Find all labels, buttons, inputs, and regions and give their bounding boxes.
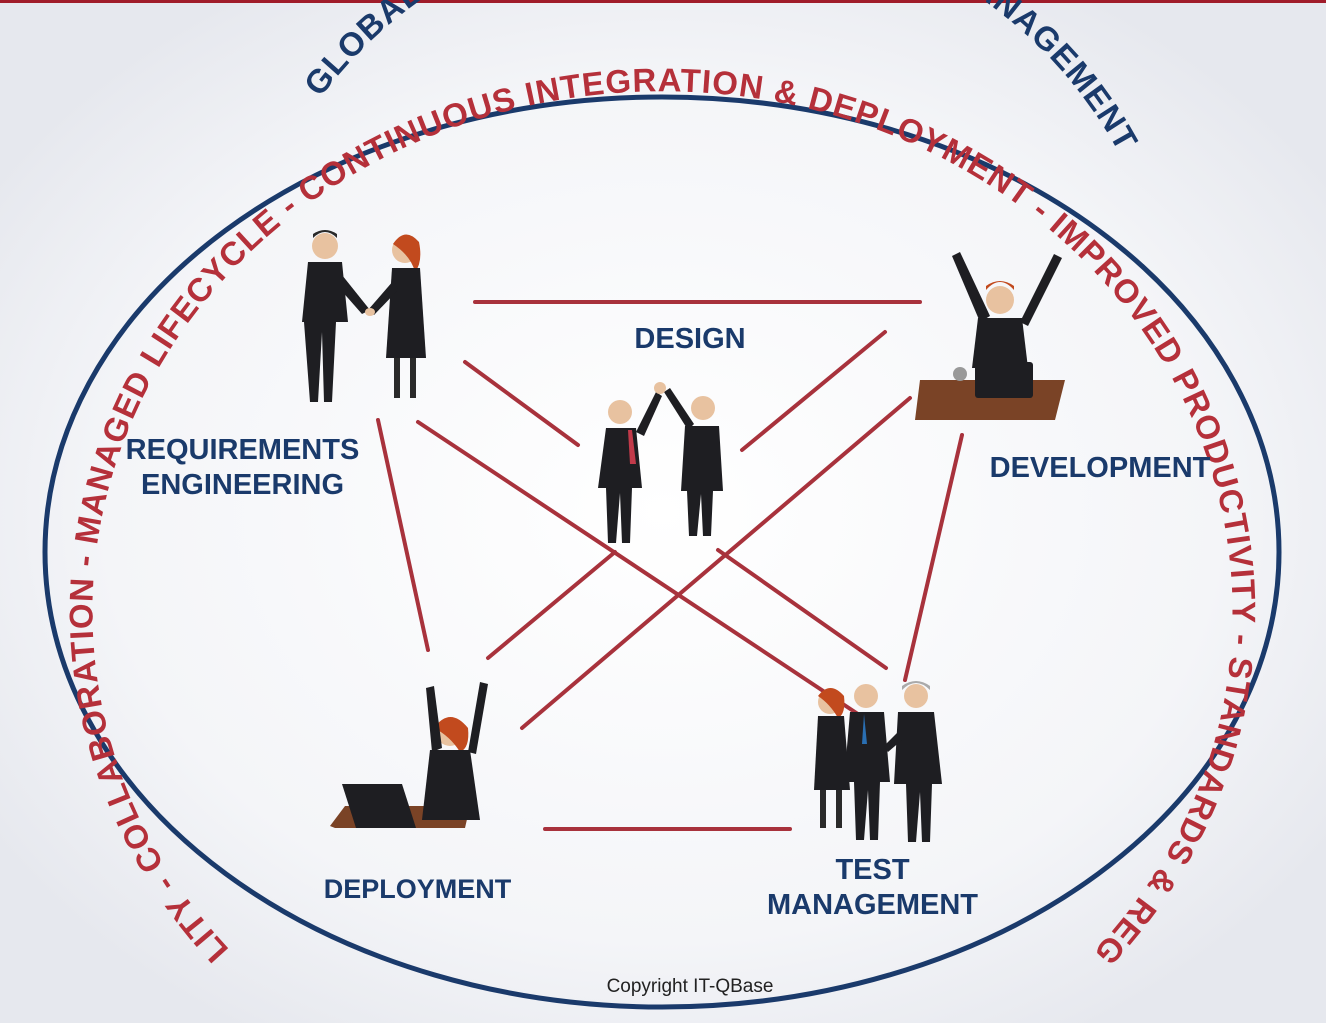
connector-development-test: [903, 433, 964, 682]
celebrating-deployer-figure: [330, 682, 488, 828]
design-label: DESIGN: [634, 323, 746, 355]
test-team-figures: [814, 681, 942, 842]
connector-design-deployment: [486, 550, 617, 660]
top-border: [0, 0, 1326, 3]
connector-development-deployment: [520, 396, 912, 730]
celebrating-developer-figure: [915, 252, 1065, 420]
connector-development-design: [740, 330, 887, 452]
connector-requirements-design: [463, 360, 580, 447]
lifecycle-ellipse: [42, 94, 1282, 1010]
test-management-label: TEST MANAGEMENT: [730, 853, 1015, 923]
connectors: [376, 300, 964, 831]
requirements-label-line1: REQUIREMENTS: [125, 434, 360, 466]
test-label-line2: MANAGEMENT: [766, 888, 979, 921]
requirements-label-line2: ENGINEERING: [140, 468, 345, 501]
connector-design-test: [716, 548, 888, 670]
deployment-label: DEPLOYMENT: [323, 874, 512, 904]
requirements-engineering-label: REQUIREMENTS ENGINEERING: [100, 433, 385, 503]
copyright-text: Copyright IT-QBase: [606, 976, 774, 997]
connector-requirements-deployment: [376, 418, 430, 652]
development-label: DEVELOPMENT: [989, 452, 1211, 484]
connector-requirements-test: [416, 420, 884, 732]
test-label-line1: TEST: [835, 854, 910, 886]
high-five-figures: [598, 382, 723, 543]
handshake-figures: [302, 230, 426, 402]
